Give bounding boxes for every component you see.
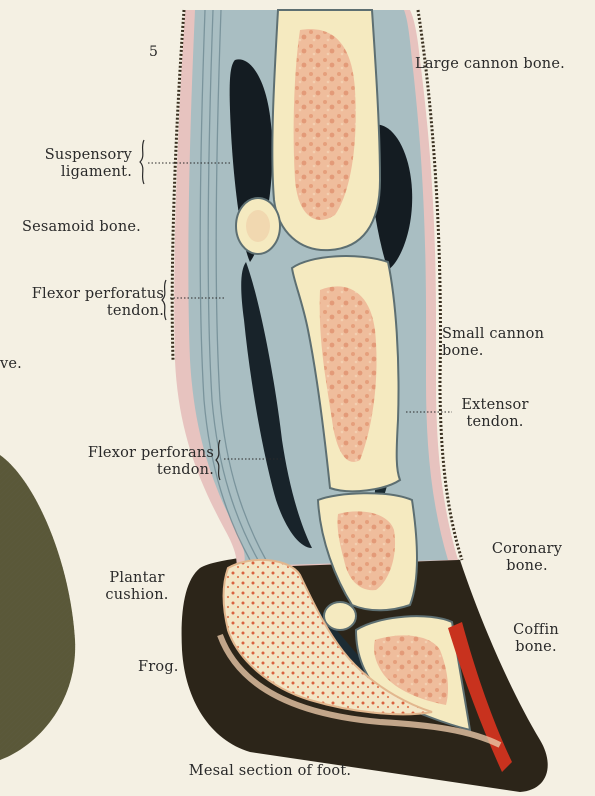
label-extensor-tendon: Extensor tendon. [452, 397, 538, 431]
label-line: Suspensory [20, 147, 132, 164]
label-suspensory-ligament: Suspensory ligament. [20, 147, 132, 181]
label-line: Flexor perforatus [4, 286, 164, 303]
label-large-cannon-bone: Large cannon bone. [415, 56, 565, 73]
label-line: ligament. [20, 164, 132, 181]
label-line: Extensor [452, 397, 538, 414]
label-coronary-bone: Coronary bone. [484, 541, 570, 575]
label-line: cushion. [98, 587, 176, 604]
label-coffin-bone: Coffin bone. [504, 622, 568, 656]
label-line: Small cannon [442, 326, 544, 343]
label-line: tendon. [4, 303, 164, 320]
label-line: Coronary [484, 541, 570, 558]
label-line: tendon. [58, 462, 214, 479]
figure-number: 5 [149, 44, 158, 61]
label-frog: Frog. [138, 659, 179, 676]
label-line: bone. [442, 343, 544, 360]
label-plantar-cushion: Plantar cushion. [98, 570, 176, 604]
label-line: bone. [484, 558, 570, 575]
figure-caption: Mesal section of foot. [150, 763, 390, 780]
label-cut-off: ve. [0, 356, 22, 373]
label-flexor-perforans-tendon: Flexor perforans tendon. [58, 445, 214, 479]
label-line: tendon. [452, 414, 538, 431]
label-small-cannon-bone: Small cannon bone. [442, 326, 544, 360]
label-sesamoid-bone: Sesamoid bone. [22, 219, 141, 236]
label-line: Flexor perforans [58, 445, 214, 462]
label-line: Plantar [98, 570, 176, 587]
navicular-bone [324, 602, 356, 630]
label-flexor-perforatus-tendon: Flexor perforatus tendon. [4, 286, 164, 320]
label-line: bone. [504, 639, 568, 656]
label-line: Coffin [504, 622, 568, 639]
